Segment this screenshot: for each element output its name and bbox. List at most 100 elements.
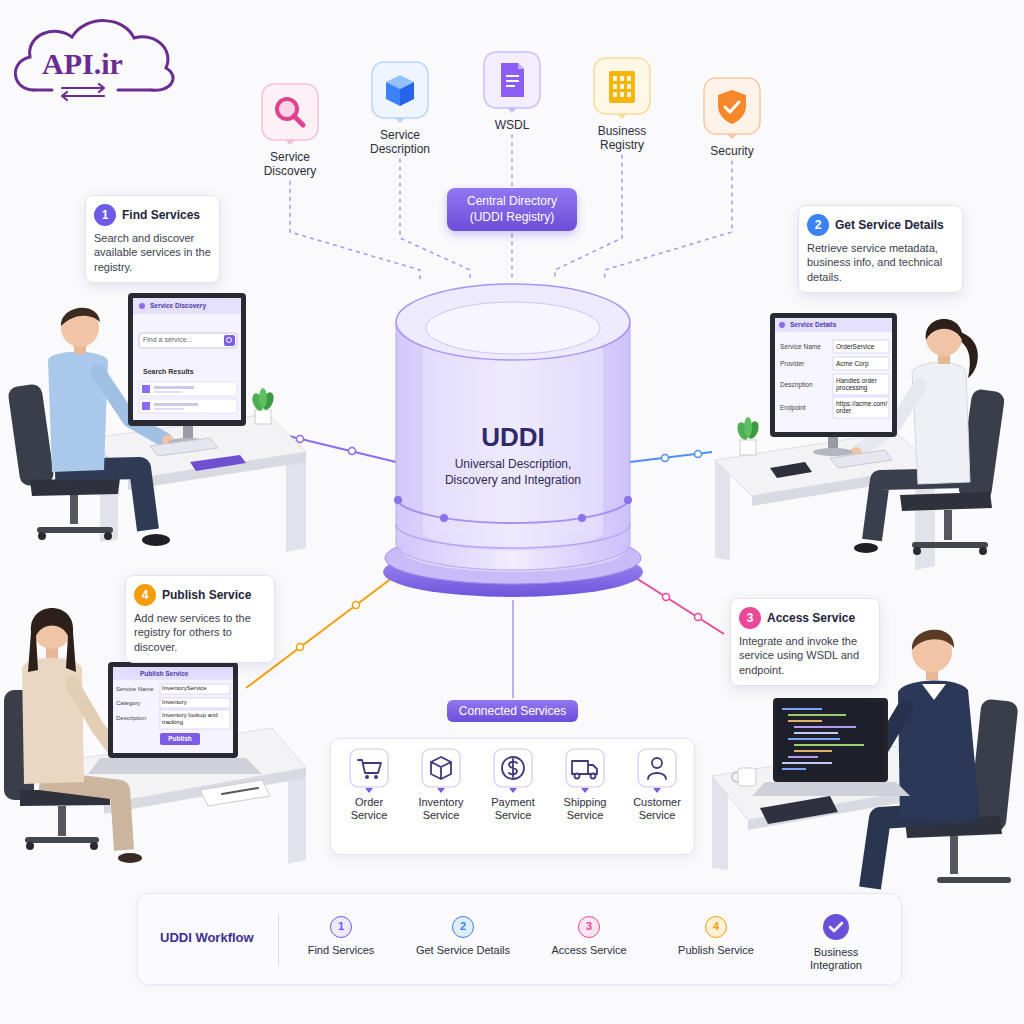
monitor — [139, 333, 237, 348]
connector — [605, 160, 732, 280]
person-find — [61, 308, 100, 326]
service-icon — [509, 759, 517, 777]
field-value: Inventory — [162, 699, 229, 706]
service-icon — [386, 82, 400, 106]
callout-title: Access Service — [767, 611, 855, 625]
laptop — [794, 732, 838, 734]
workflow-step: Business Integration — [804, 914, 868, 972]
service-icon — [262, 84, 318, 140]
service-icon — [652, 758, 662, 768]
person-find — [70, 494, 78, 524]
service-label: Inventory Service — [410, 796, 472, 822]
link-line — [636, 578, 724, 634]
service-icon — [704, 78, 760, 134]
monitor — [255, 410, 271, 424]
laptop — [108, 662, 238, 758]
monitor — [775, 318, 892, 332]
registry-cylinder: UDDIUniversal Description, Discovery and… — [382, 282, 644, 598]
service-icon — [294, 116, 303, 125]
laptop — [160, 733, 200, 745]
service-icon — [374, 775, 378, 779]
service-icon — [422, 749, 460, 787]
laptop — [788, 756, 818, 758]
laptop — [160, 698, 230, 708]
laptop — [113, 667, 233, 753]
registry-title: UDDI — [481, 422, 545, 453]
step-label: Get Service Details — [416, 944, 510, 957]
step-label: Access Service — [551, 944, 626, 957]
monitor — [770, 462, 812, 478]
step-label: Business Integration — [804, 946, 868, 972]
link-line — [353, 602, 360, 609]
service-icon — [431, 757, 451, 779]
laptop — [752, 782, 910, 796]
service-icon — [701, 76, 763, 140]
screen-title: Service Details — [790, 321, 836, 328]
icon-label: Service Discovery — [245, 150, 335, 179]
service-icon — [627, 84, 631, 89]
service-icon — [395, 118, 405, 123]
check-icon — [823, 914, 849, 940]
laptop — [788, 738, 840, 740]
laptop — [200, 780, 270, 806]
screen-title: Service Discovery — [150, 302, 206, 309]
search-placeholder: Find a service... — [143, 336, 192, 344]
laptop — [113, 667, 233, 680]
service-icon — [637, 748, 677, 794]
monitor — [833, 374, 889, 395]
monitor — [183, 426, 193, 440]
service-label: Customer Service — [626, 796, 688, 822]
person-publish — [90, 842, 98, 850]
laptop — [794, 726, 856, 728]
laptop — [782, 762, 832, 764]
service-icon — [437, 788, 445, 793]
service-icon — [627, 92, 631, 97]
person-find — [7, 383, 55, 487]
service-icon — [725, 102, 739, 112]
callout-body: Retrieve service metadata, business info… — [807, 241, 954, 284]
person-publish — [40, 780, 124, 850]
desk — [288, 768, 306, 864]
person-publish — [28, 608, 76, 672]
service-label: Payment Service — [482, 796, 544, 822]
service-icon — [581, 788, 589, 793]
service-label: Order Service — [338, 796, 400, 822]
service-icon — [591, 56, 653, 120]
person-access — [870, 812, 975, 888]
service-icon — [350, 749, 388, 787]
link-line — [662, 455, 669, 462]
connector — [511, 233, 513, 280]
laptop — [160, 710, 230, 729]
divider — [278, 914, 279, 966]
service-icon — [400, 82, 414, 106]
field-name: Service Name — [780, 343, 821, 350]
desk — [70, 414, 938, 870]
laptop — [788, 720, 822, 722]
group-title: Connected Services — [447, 700, 578, 722]
icon-label: Security — [710, 144, 753, 158]
workflow-step: 3Access Service — [551, 916, 626, 957]
service-label: Shipping Service — [554, 796, 616, 822]
laptop — [782, 708, 822, 710]
person-details — [926, 319, 963, 340]
step-number: 4 — [705, 916, 727, 938]
workflow-step: 4Publish Service — [678, 916, 754, 957]
screen-title: Publish Service — [140, 670, 188, 677]
service-icon — [518, 63, 524, 69]
desk — [715, 460, 730, 560]
monitor — [139, 399, 237, 413]
laptop — [794, 744, 864, 746]
registry-box: Central Directory (UDDI Registry) — [447, 188, 577, 231]
laptop — [773, 698, 888, 782]
laptop — [760, 796, 838, 824]
button-text: Publish — [160, 735, 200, 742]
laptop — [88, 758, 262, 774]
logo-cloud — [15, 21, 173, 100]
service-icon — [718, 90, 746, 124]
service-icon — [565, 748, 605, 794]
field-value: Acme Corp — [836, 360, 888, 367]
service-item: Customer Service — [626, 748, 688, 822]
person-details — [872, 478, 965, 540]
registry-cylinder-shape — [624, 496, 632, 504]
service-icon — [594, 58, 650, 114]
